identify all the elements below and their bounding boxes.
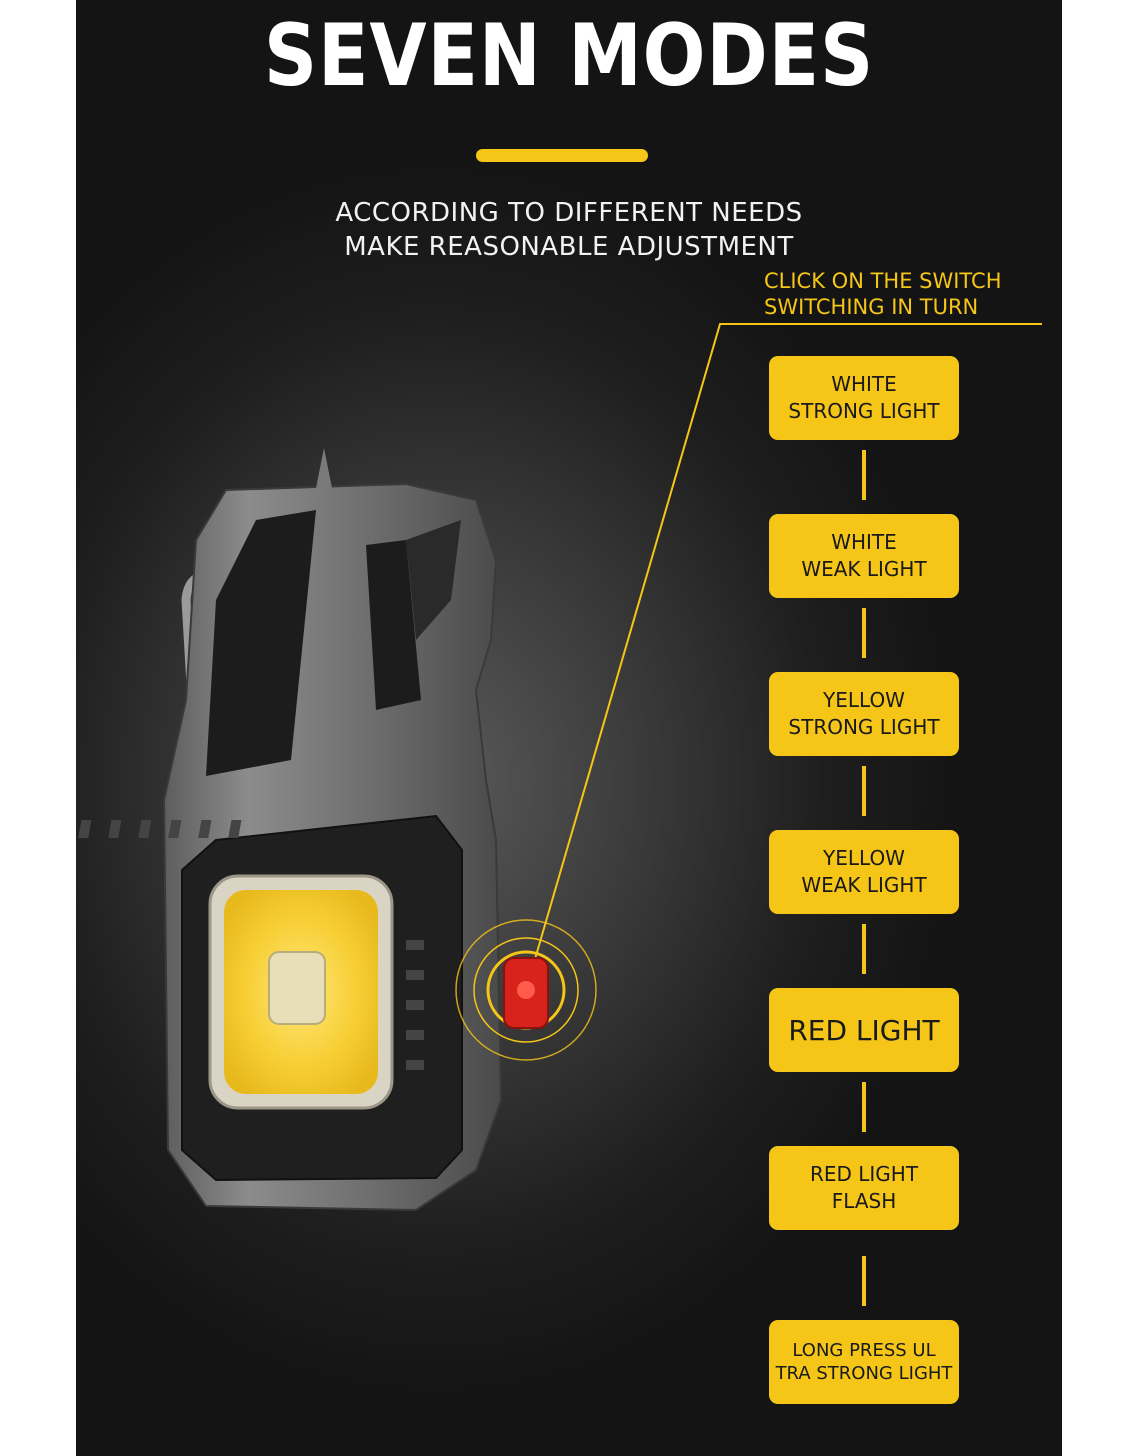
mode-ultra-strong: LONG PRESS UL TRA STRONG LIGHT bbox=[769, 1320, 959, 1404]
opener-cutout bbox=[406, 520, 461, 640]
mode-connector bbox=[862, 450, 866, 500]
subheading-line-1: ACCORDING TO DIFFERENT NEEDS bbox=[335, 198, 803, 228]
mode-connector bbox=[862, 924, 866, 974]
window-breaker-tip bbox=[316, 448, 332, 488]
switch-ring-mid bbox=[473, 937, 579, 1043]
wrench-cutout bbox=[366, 540, 421, 710]
product-poster: SEVEN MODES ACCORDING TO DIFFERENT NEEDS… bbox=[76, 0, 1062, 1456]
mode-connector bbox=[862, 1082, 866, 1132]
keychain-flashlight-illustration bbox=[78, 323, 1042, 1212]
mode-yellow-weak: YELLOW WEAK LIGHT bbox=[769, 830, 959, 914]
mode-connector bbox=[862, 608, 866, 658]
switch-ring-outer bbox=[455, 919, 597, 1061]
switch-note-line-1: CLICK ON THE SWITCH bbox=[764, 269, 1002, 293]
headline: SEVEN MODES bbox=[263, 6, 875, 106]
mode-white-strong: WHITE STRONG LIGHT bbox=[769, 356, 959, 440]
accent-divider bbox=[476, 149, 648, 162]
mode-connector bbox=[862, 766, 866, 816]
switch-dot bbox=[517, 981, 535, 999]
housing-vents bbox=[78, 820, 424, 1070]
mode-white-weak: WHITE WEAK LIGHT bbox=[769, 514, 959, 598]
switch-note-line-2: SWITCHING IN TURN bbox=[764, 295, 979, 319]
mode-red-light: RED LIGHT bbox=[769, 988, 959, 1072]
hook-cutout bbox=[206, 510, 316, 776]
mode-connector bbox=[862, 1256, 866, 1306]
mode-red-flash: RED LIGHT FLASH bbox=[769, 1146, 959, 1230]
mode-yellow-strong: YELLOW STRONG LIGHT bbox=[769, 672, 959, 756]
cob-chip bbox=[268, 951, 326, 1025]
pointer-line bbox=[525, 323, 1042, 991]
subheading-line-2: MAKE REASONABLE ADJUSTMENT bbox=[344, 232, 794, 262]
